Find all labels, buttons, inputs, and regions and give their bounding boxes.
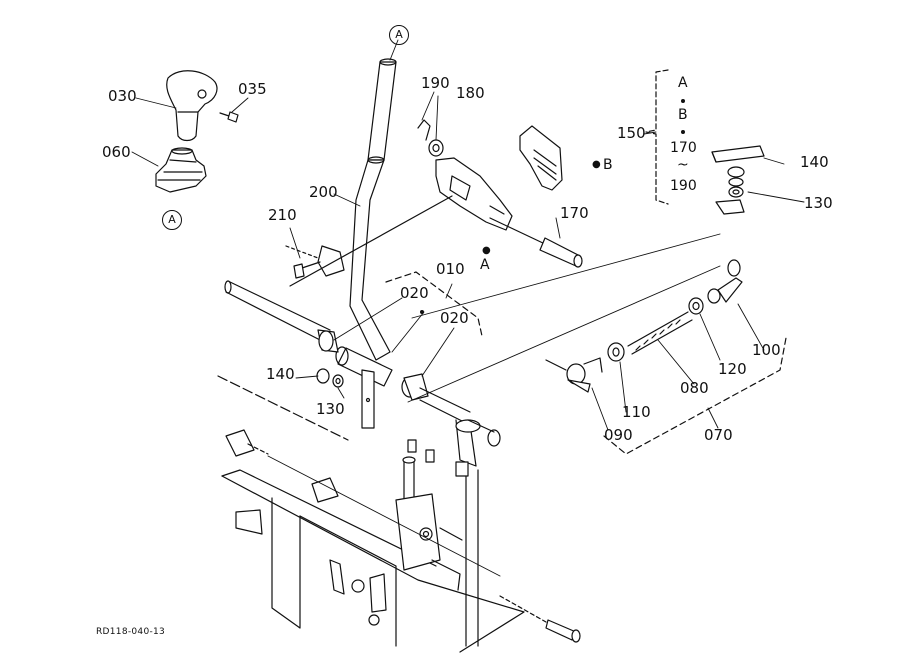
callout-100: 100 [752, 341, 781, 359]
callout-030: 030 [108, 87, 137, 105]
callout-130-right: 130 [804, 194, 833, 212]
callout-020-lower: 020 [440, 309, 469, 327]
bolt-170 [489, 217, 583, 268]
shift-knob-030 [166, 70, 218, 142]
marker-b: B [603, 157, 613, 173]
washer-140-left [316, 368, 330, 384]
callout-140-right: 140 [800, 153, 829, 171]
callout-110: 110 [622, 403, 651, 421]
kit-150-item-190: 190 [670, 178, 697, 194]
rod-080 [627, 311, 693, 355]
circled-ref-a-top: A [389, 25, 409, 45]
ball-joint-090 [545, 357, 603, 393]
callout-060: 060 [102, 143, 131, 161]
screw-035 [219, 111, 239, 123]
callout-210: 210 [268, 206, 297, 224]
bolt-lower-right [499, 595, 581, 643]
washer-130-right [715, 166, 745, 215]
leader-lines [131, 39, 805, 431]
shift-lever-200 [335, 58, 397, 429]
clamp-210 [293, 245, 345, 279]
callout-010: 010 [436, 260, 465, 278]
callout-140-left: 140 [266, 365, 295, 383]
marker-b-dot: ● [592, 159, 601, 170]
kit-150-item-b: B [678, 107, 688, 123]
callout-200: 200 [309, 183, 338, 201]
callout-170: 170 [560, 204, 589, 222]
shaft-010 [224, 280, 471, 425]
callout-120: 120 [718, 360, 747, 378]
figure-reference-code: RD118-040-13 [96, 627, 166, 637]
callout-180: 180 [456, 84, 485, 102]
kit-150-bracket [645, 69, 669, 205]
nut-110 [607, 342, 625, 362]
kit-150-item-170: 170 [670, 140, 697, 156]
marker-a-dot: ● [482, 245, 491, 256]
bolt-lower-left [225, 429, 269, 457]
callout-090: 090 [604, 426, 633, 444]
lower-frame [221, 419, 525, 653]
small-pins [407, 439, 469, 477]
callout-190: 190 [421, 74, 450, 92]
washer-130-left [332, 374, 344, 388]
kit-150-item-range: ~ [677, 157, 689, 173]
rod-end-100 [707, 259, 743, 304]
callout-130-left: 130 [316, 400, 345, 418]
kit-150-item-a: A [678, 75, 688, 91]
callout-070: 070 [704, 426, 733, 444]
callout-035: 035 [238, 80, 267, 98]
boot-060 [155, 147, 207, 193]
callout-080: 080 [680, 379, 709, 397]
detent-plate [519, 125, 563, 191]
pin-190 [417, 119, 431, 141]
bracket-180 [428, 139, 513, 231]
marker-a: A [480, 257, 490, 273]
callout-150: 150 [617, 124, 646, 142]
circled-ref-a-bottom: A [162, 210, 182, 230]
pin-140-right [711, 145, 765, 163]
nut-120 [688, 297, 704, 315]
callout-020-upper: 020 [400, 284, 429, 302]
